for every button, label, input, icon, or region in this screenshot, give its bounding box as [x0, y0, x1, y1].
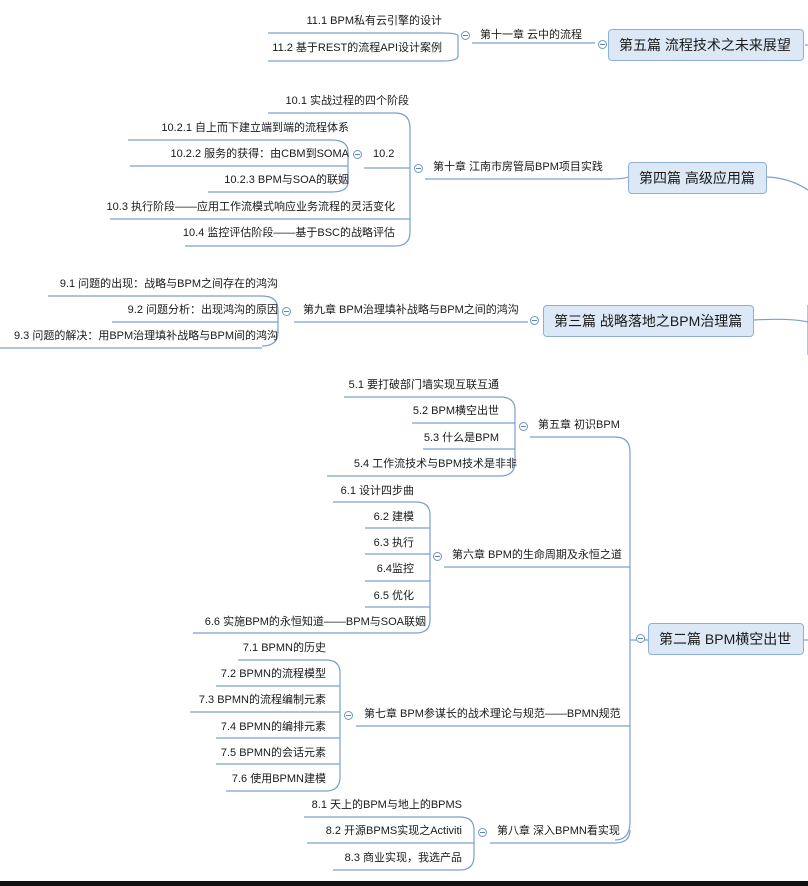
underline-10-1	[268, 112, 411, 247]
collapse-toggle-p3[interactable]	[530, 316, 539, 325]
topic-5-1[interactable]: 5.1 要打破部门墙实现互联互通	[348, 379, 499, 391]
topic-10-1[interactable]: 10.1 实战过程的四个阶段	[285, 95, 409, 107]
topic-6-3[interactable]: 6.3 执行	[373, 537, 414, 549]
collapse-toggle-p5[interactable]	[598, 40, 607, 49]
topic-7-1[interactable]: 7.1 BPMN的历史	[242, 642, 326, 654]
chapter-node-c5[interactable]: 第五章 初识BPM	[538, 419, 620, 431]
topic-5-2[interactable]: 5.2 BPM横空出世	[412, 405, 499, 417]
topic-6-1[interactable]: 6.1 设计四步曲	[340, 485, 414, 497]
collapse-toggle-c7[interactable]	[344, 711, 353, 720]
collapse-toggle-c8[interactable]	[478, 828, 487, 837]
underline-11-1	[268, 32, 459, 37]
underline-8-1	[304, 816, 475, 871]
topic-8-3[interactable]: 8.3 商业实现，我选产品	[344, 852, 462, 864]
topic-8-2[interactable]: 8.2 开源BPMS实现之Activiti	[325, 825, 462, 837]
topic-10-2-2[interactable]: 10.2.2 服务的获得：由CBM到SOMA	[170, 148, 349, 160]
topic-9-3[interactable]: 9.3 问题的解决：用BPM治理填补战略与BPM间的鸿沟	[13, 330, 278, 342]
topic-7-3[interactable]: 7.3 BPMN的流程编制元素	[198, 694, 326, 706]
collapse-toggle-c11[interactable]	[461, 31, 470, 40]
topic-5-4[interactable]: 5.4 工作流技术与BPM技术是非非	[353, 458, 517, 470]
topic-10-2-3[interactable]: 10.2.3 BPM与SOA的联姻	[224, 174, 349, 186]
underline-6-1	[333, 501, 431, 634]
part-link-p3	[753, 305, 808, 355]
underline-c8	[490, 829, 631, 844]
collapse-toggle-c5[interactable]	[519, 422, 528, 431]
part-node-p5[interactable]: 第五篇 流程技术之未来展望	[608, 29, 804, 61]
topic-5-3[interactable]: 5.3 什么是BPM	[423, 432, 499, 444]
topic-10-2[interactable]: 10.2	[373, 148, 395, 160]
topic-6-6[interactable]: 6.6 实施BPM的永恒知道——BPM与SOA联姻	[204, 616, 426, 628]
topic-6-2[interactable]: 6.2 建模	[373, 511, 414, 523]
part-node-p4[interactable]: 第四篇 高级应用篇	[628, 162, 767, 194]
underline-10-2-1	[128, 139, 349, 193]
underline-c5	[530, 436, 631, 841]
collapse-toggle-c9[interactable]	[282, 307, 291, 316]
topic-10-2-1[interactable]: 10.2.1 自上而下建立端到端的流程体系	[161, 122, 349, 134]
topic-8-1[interactable]: 8.1 天上的BPM与地上的BPMS	[311, 799, 462, 811]
topic-7-6[interactable]: 7.6 使用BPMN建模	[231, 773, 326, 785]
chapter-node-c6[interactable]: 第六章 BPM的生命周期及永恒之道	[452, 549, 622, 561]
underline-c10	[425, 176, 629, 180]
topic-7-5[interactable]: 7.5 BPMN的会话元素	[220, 747, 326, 759]
chapter-node-c7[interactable]: 第七章 BPM参谋长的战术理论与规范——BPMN规范	[364, 708, 621, 720]
topic-10-4[interactable]: 10.4 监控评估阶段——基于BSC的战略评估	[182, 227, 395, 239]
collapse-toggle-10-2[interactable]	[353, 150, 362, 159]
topic-9-1[interactable]: 9.1 问题的出现：战略与BPM之间存在的鸿沟	[59, 278, 278, 290]
chapter-node-c10[interactable]: 第十章 江南市房管局BPM项目实践	[433, 161, 603, 173]
collapse-toggle-c6[interactable]	[433, 552, 442, 561]
underline-7-1	[238, 659, 341, 792]
topic-11-1[interactable]: 11.1 BPM私有云引擎的设计	[306, 15, 443, 27]
underline-5-1	[344, 396, 516, 477]
chapter-node-c9[interactable]: 第九章 BPM治理填补战略与BPM之间的鸿沟	[303, 304, 519, 316]
part-link-p4	[766, 176, 808, 191]
chapter-node-c8[interactable]: 第八章 深入BPMN看实现	[497, 825, 620, 837]
topic-6-4[interactable]: 6.4监控	[376, 563, 414, 575]
chapter-node-c11[interactable]: 第十一章 云中的流程	[480, 29, 583, 41]
topic-11-2[interactable]: 11.2 基于REST的流程API设计案例	[272, 42, 442, 54]
topic-7-4[interactable]: 7.4 BPMN的编排元素	[220, 721, 326, 733]
collapse-toggle-c10[interactable]	[414, 164, 423, 173]
underline-11-2	[268, 36, 459, 62]
topic-9-2[interactable]: 9.2 问题分析：出现鸿沟的原因	[127, 304, 278, 316]
topic-10-3[interactable]: 10.3 执行阶段——应用工作流模式响应业务流程的灵活变化	[106, 201, 395, 213]
underline-9-1	[48, 295, 279, 347]
part-node-p3[interactable]: 第三篇 战略落地之BPM治理篇	[543, 305, 754, 337]
part-node-p2[interactable]: 第二篇 BPM横空出世	[648, 623, 804, 655]
topic-7-2[interactable]: 7.2 BPMN的流程模型	[220, 668, 326, 680]
bottom-edge-bar	[0, 881, 808, 886]
collapse-toggle-p2[interactable]	[636, 634, 645, 643]
topic-6-5[interactable]: 6.5 优化	[373, 590, 414, 602]
